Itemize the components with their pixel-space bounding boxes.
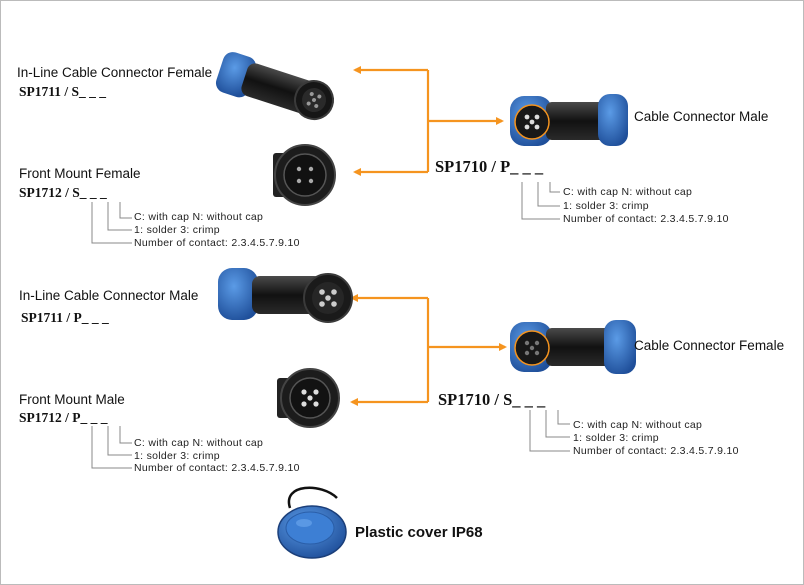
cable-female-legend-contacts: Number of contact: 2.3.4.5.7.9.10 (573, 445, 739, 457)
cable-male-label: Cable Connector Male (634, 109, 769, 124)
cable-female-legend-terminal: 1: solder 3: crimp (573, 432, 659, 444)
inline-female-label: In-Line Cable Connector Female (17, 65, 213, 80)
cable-female-label: Cable Connector Female (634, 338, 785, 353)
top-arrow-tree (353, 66, 504, 176)
front-male-code: SP1712 / P_ _ _ (19, 410, 108, 425)
front-mount-male-connector-image (277, 368, 340, 428)
legend-brackets (91, 182, 570, 469)
front-female-code: SP1712 / S_ _ _ (19, 185, 107, 200)
front-female-label: Front Mount Female (19, 166, 141, 181)
front-male-label: Front Mount Male (19, 392, 125, 407)
inline-male-label: In-Line Cable Connector Male (19, 288, 199, 303)
front-male-legend-terminal: 1: solder 3: crimp (134, 450, 220, 462)
cable-female-legend-cap: C: with cap N: without cap (573, 419, 703, 431)
front-female-legend-contacts: Number of contact: 2.3.4.5.7.9.10 (134, 237, 300, 249)
front-female-legend-terminal: 1: solder 3: crimp (134, 224, 220, 236)
cable-male-legend-contacts: Number of contact: 2.3.4.5.7.9.10 (563, 213, 729, 225)
cable-female-connector-image (510, 320, 636, 374)
front-male-legend-contacts: Number of contact: 2.3.4.5.7.9.10 (134, 462, 300, 474)
cable-male-legend-terminal: 1: solder 3: crimp (563, 200, 649, 212)
inline-female-connector-image (215, 52, 335, 121)
inline-female-code: SP1711 / S_ _ _ (19, 84, 107, 99)
cable-male-code: SP1710 / P_ _ _ (435, 157, 544, 176)
front-female-legend-cap: C: with cap N: without cap (134, 211, 264, 223)
bottom-arrow-tree (350, 294, 507, 406)
inline-male-connector-image (218, 268, 353, 323)
front-mount-female-connector-image (273, 144, 336, 206)
cable-male-legend-cap: C: with cap N: without cap (563, 186, 693, 198)
inline-male-code: SP1711 / P_ _ _ (21, 310, 109, 325)
cable-female-code: SP1710 / S_ _ _ (438, 390, 546, 409)
front-male-legend-cap: C: with cap N: without cap (134, 437, 264, 449)
cable-male-connector-image (510, 94, 628, 146)
plastic-cover-image (277, 486, 347, 559)
plastic-cover-label: Plastic cover IP68 (355, 524, 483, 541)
